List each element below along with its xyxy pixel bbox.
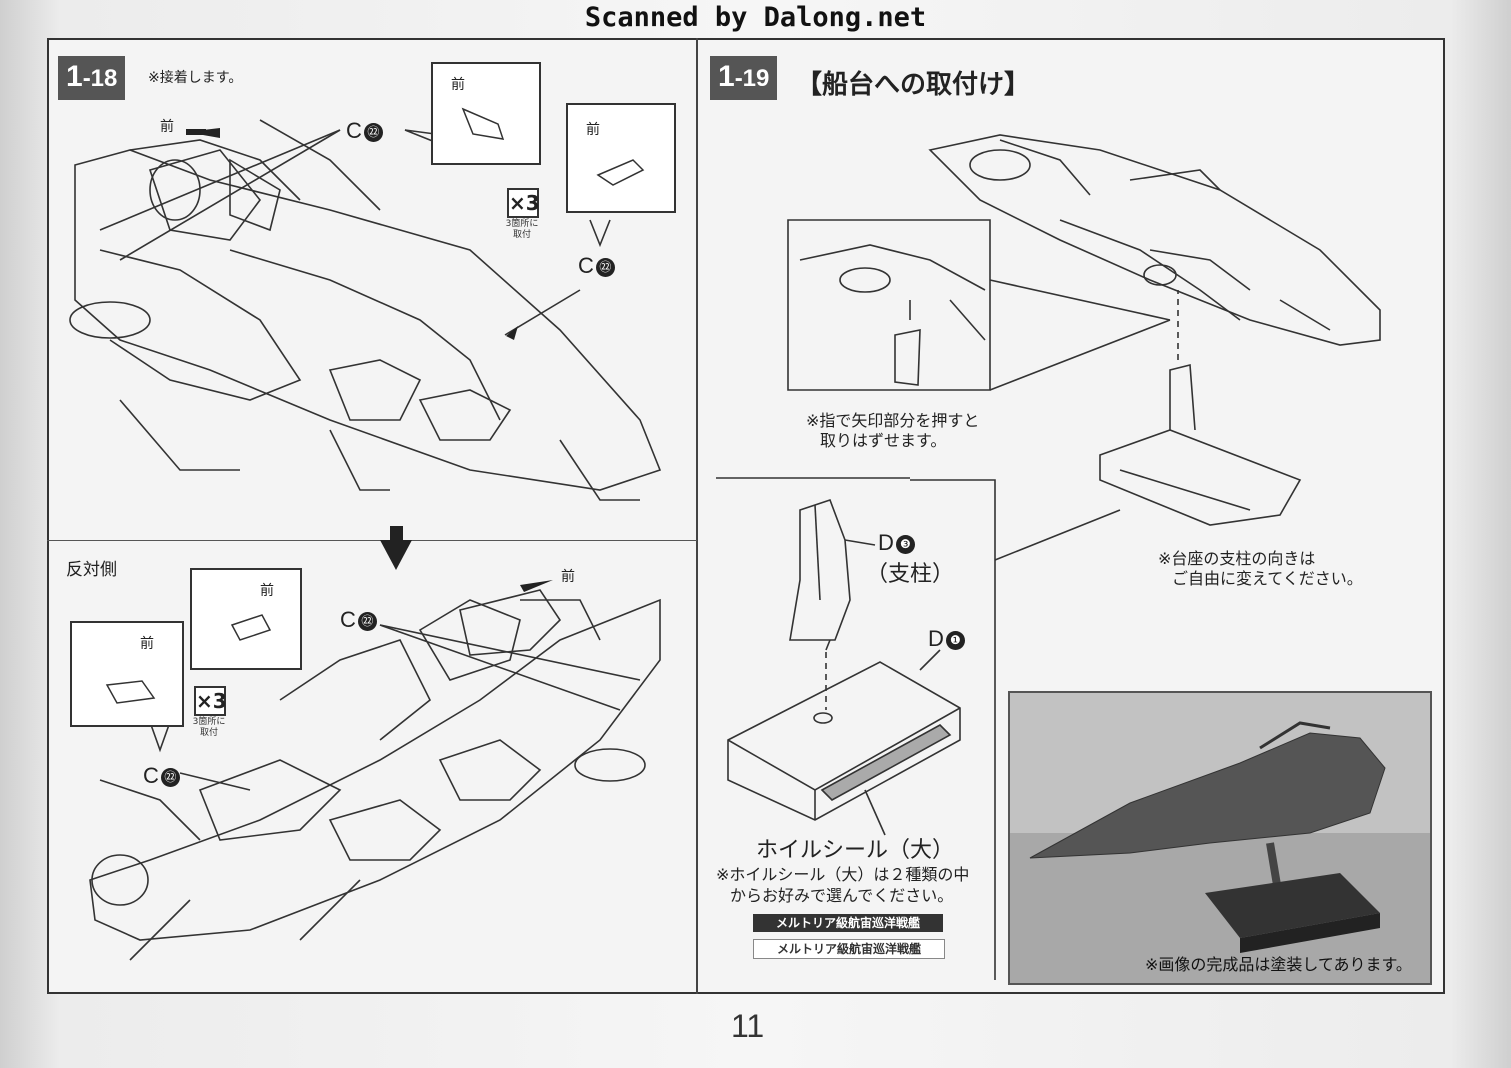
callout-box-bottom-2: 前	[70, 621, 184, 727]
foil-sticker-label: ホイルシール（大）	[756, 838, 955, 863]
part-name-pillar: （支柱）	[866, 561, 955, 586]
stand-orientation-note-line2: ご自由に変えてください。	[1172, 569, 1363, 588]
front-label: 前	[561, 569, 575, 585]
scan-watermark: Scanned by Dalong.net	[584, 2, 927, 33]
page-divider-vertical	[696, 38, 698, 994]
callout-front-label: 前	[586, 122, 600, 138]
foil-note-line1: ※ホイルシール（大）は２種類の中	[716, 865, 970, 884]
callout-box-bottom-1: 前	[190, 568, 302, 670]
finger-release-note-line1: ※指で矢印部分を押すと	[806, 411, 980, 430]
front-label: 前	[160, 119, 174, 135]
quantity-x3-badge: ×3	[507, 188, 540, 218]
callout-front-label: 前	[140, 636, 154, 652]
quantity-x3-badge: ×3	[194, 686, 227, 716]
foil-note-line2: からお好みで選んでください。	[730, 886, 954, 905]
page-number: 11	[731, 1008, 765, 1044]
opposite-side-label: 反対側	[66, 560, 117, 580]
page-divider-horizontal	[47, 540, 697, 541]
finger-release-note-line2: 取りはずせます。	[820, 431, 947, 450]
photo-caption: ※画像の完成品は塗装してあります。	[1145, 955, 1412, 974]
release-detail-drawing	[799, 244, 986, 386]
ship-hull-drawing-top	[69, 119, 662, 501]
callout-front-label: 前	[451, 77, 465, 93]
step-badge-1-18: 1-18	[58, 56, 126, 100]
leader-line	[119, 129, 341, 261]
stand-parts-drawing	[727, 498, 961, 836]
step-number-sub: -18	[82, 65, 118, 92]
callout-box-top-2: 前	[566, 103, 676, 213]
name-plate-dark: メルトリア級航宙巡洋戦艦	[753, 914, 943, 932]
step-number-main: 1	[66, 60, 83, 93]
step-badge-1-19: 1-19	[710, 56, 778, 100]
quantity-x3-note: 3箇所に取付	[505, 219, 539, 240]
step-number-sub: -19	[734, 65, 770, 92]
step-number-main: 1	[718, 60, 735, 93]
ship-on-stand-drawing	[928, 134, 1381, 346]
assembled-stand-drawing	[1099, 290, 1302, 526]
glue-note: ※接着します。	[148, 70, 243, 86]
step-title-stand-mounting: 【船台への取付け】	[796, 70, 1031, 100]
name-plate-light: メルトリア級航宙巡洋戦艦	[753, 939, 945, 959]
ship-hull-drawing-bottom	[89, 589, 661, 961]
quantity-x3-note: 3箇所に取付	[192, 717, 226, 738]
callout-box-top-1: 前	[431, 62, 541, 165]
stand-orientation-note-line1: ※台座の支柱の向きは	[1158, 549, 1316, 568]
finished-model-photo	[1008, 691, 1432, 985]
callout-front-label: 前	[260, 583, 274, 599]
